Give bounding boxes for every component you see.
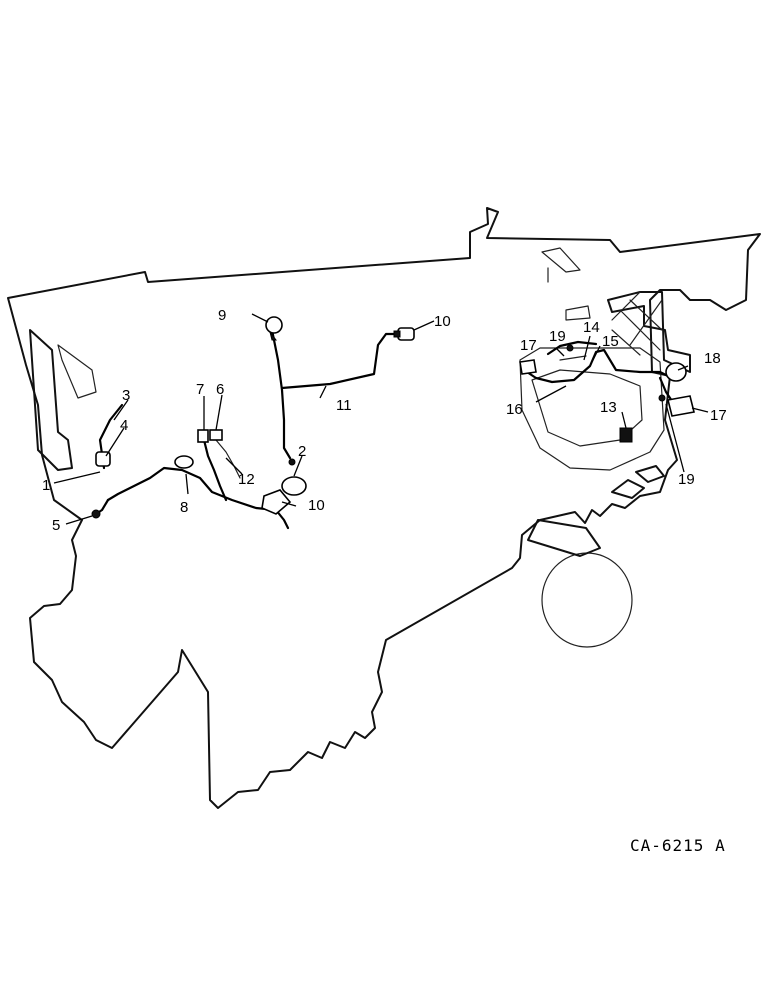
unit-9 [261,489,292,515]
callout-11: 11 [336,397,352,414]
bracket-17-right [667,395,695,417]
engine-housing [519,347,665,471]
callout-1: 1 [42,477,50,494]
cab-window [57,344,97,399]
solenoid-12 [174,455,194,469]
step-ledge [611,465,665,499]
callout-4: 4 [120,417,128,434]
callout-14: 14 [583,319,600,336]
unloader-lattice [611,291,663,356]
clip-19 [566,344,666,402]
callout-8: 8 [180,499,188,516]
drawing-code: CA-6215 A [630,836,726,855]
callout-19b: 19 [678,471,695,488]
callout-7: 7 [196,381,204,398]
callout-17b: 17 [710,407,727,424]
callout-18: 18 [704,350,721,367]
harness-right-loop [522,348,670,384]
callout-10b: 10 [434,313,451,330]
callout-19a: 19 [549,328,566,345]
machine-body-outline [7,207,761,809]
wheel-fender [527,519,601,557]
engine-detail-line [559,305,591,361]
relay-7 [197,429,209,443]
leader-lines [53,313,709,525]
harness-wire-11-vertical [270,328,292,460]
callout-12: 12 [238,471,255,488]
callout-5: 5 [52,517,60,534]
harness-main-left [106,466,290,530]
grain-tank-bracket [541,247,581,283]
callout-9: 10 [308,497,325,514]
harness-branch-7-12 [202,438,228,502]
callout-2: 2 [298,443,306,460]
sender-2 [281,458,307,496]
harness-branch-12b [215,439,241,479]
lamp-18 [665,362,687,382]
light-10-left [265,316,283,341]
front-wheel [541,552,633,648]
callout-6: 6 [216,381,224,398]
cab-frame [29,329,73,471]
connector-5 [91,509,101,519]
bracket-17-left [519,359,537,375]
callout-16: 16 [506,401,523,418]
engine-block [531,369,643,447]
callout-17a: 17 [520,337,537,354]
callout-3: 3 [122,387,130,404]
callout-13: 13 [600,399,617,416]
switch-6 [209,429,223,441]
callout-10a: 9 [218,307,226,324]
unloader-frame [607,291,691,373]
harness-wire-11-horizontal [280,332,402,390]
light-10-right [393,327,415,341]
harness-right-top [546,340,598,356]
sender-13 [619,427,633,443]
callout-15: 15 [602,333,619,350]
